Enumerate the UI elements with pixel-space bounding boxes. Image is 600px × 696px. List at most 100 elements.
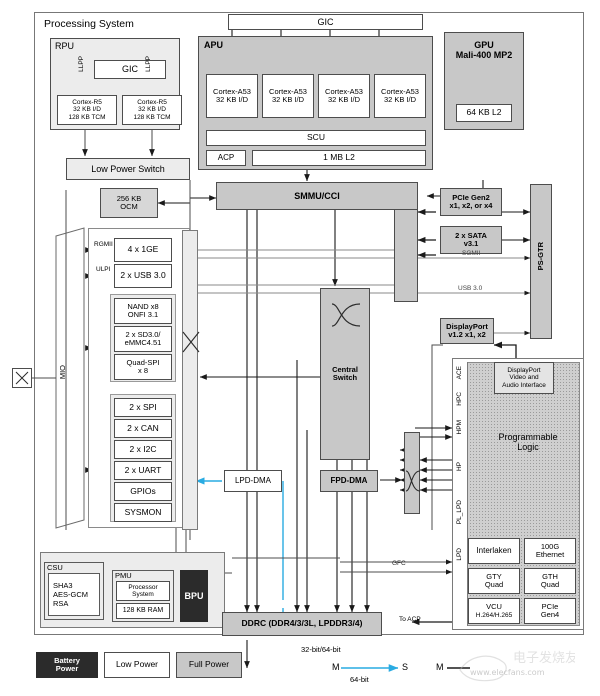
- apu-l2-block: 1 MB L2: [252, 150, 426, 166]
- ocm-block: 256 KB OCM: [100, 188, 158, 218]
- gem-block: 4 x 1GE: [114, 238, 172, 262]
- pcie-gen2-label-2: x1, x2, or x4: [449, 201, 493, 210]
- rpu-gic-label: GIC: [121, 64, 138, 75]
- uart-label: 2 x UART: [124, 464, 162, 475]
- ddrc-label: DDRC (DDR4/3/3L, LPDDR3/4): [241, 618, 363, 629]
- apu-core-0-name: Cortex-A53: [213, 86, 251, 96]
- svg-text:电子发烧友: 电子发烧友: [513, 650, 575, 666]
- mio-label: MIO: [58, 365, 67, 380]
- apu-gic-label: GIC: [317, 16, 334, 27]
- pmu-proc-label-2: System: [132, 591, 154, 598]
- low-power-switch-label: Low Power Switch: [91, 163, 165, 174]
- smmu-cci-right-bar: [394, 210, 418, 302]
- ulpi-label: ULPI: [96, 266, 111, 273]
- bus-width-label: 32-bit/64-bit: [301, 645, 341, 654]
- fpd-crossbar-icon: [405, 470, 421, 492]
- apu-core-2-name: Cortex-A53: [325, 86, 363, 96]
- apu-core-1-cache: 32 KB I/D: [271, 95, 305, 104]
- spi-block: 2 x SPI: [114, 398, 172, 417]
- sata-label-1: 2 x SATA: [455, 230, 487, 240]
- fpd-dma-block: FPD-DMA: [320, 470, 378, 492]
- lpd-dma-label: LPD-DMA: [234, 475, 271, 485]
- ethernet-100g-block: 100G Ethernet: [524, 538, 576, 564]
- apu-title: APU: [204, 40, 224, 50]
- legend-battery-power: Battery Power: [36, 652, 98, 678]
- central-switch-label-2: Switch: [332, 373, 358, 382]
- rpu-core-1-cache: 32 KB I/D: [138, 106, 166, 114]
- legend-master2-label: M: [436, 662, 444, 672]
- pl-iface-lpd: LPD: [456, 548, 463, 561]
- pmu-title: PMU: [115, 571, 132, 580]
- central-switch-label-1: Central: [332, 364, 358, 374]
- i2c-block: 2 x I2C: [114, 440, 172, 459]
- fpd-crossbar-block: [404, 432, 420, 514]
- sd-emmc-block: 2 x SD3.0/ eMMC4.51: [114, 326, 172, 352]
- legend-low-power: Low Power: [104, 652, 170, 678]
- rpu-core-0-cache: 32 KB I/D: [73, 106, 101, 114]
- vcu-block: VCU H.264/H.265: [468, 598, 520, 624]
- displayport-label-1: DisplayPort: [446, 321, 488, 331]
- gpu-title-2: Mali-400 MP2: [455, 50, 513, 61]
- dp-iface-label-1: DisplayPort: [507, 367, 541, 375]
- ethernet-100g-label-1: 100G: [540, 541, 560, 551]
- sd-emmc-label-1: 2 x SD3.0/: [125, 329, 161, 339]
- to-acp-label: To ACP: [399, 616, 421, 623]
- sgmii-label: SGMII: [462, 250, 481, 257]
- rpu-core-0: Cortex-R5 32 KB I/D 128 KB TCM: [57, 95, 117, 125]
- csu-item-sha3: SHA3: [53, 581, 73, 590]
- gpu-l2-block: 64 KB L2: [456, 104, 512, 122]
- pl-iface-hpc: HPC: [456, 392, 463, 406]
- ocm-label-1: 256 KB: [116, 193, 142, 203]
- rpu-llpp-label-right: LLPP: [145, 56, 152, 72]
- csu-title: CSU: [47, 563, 63, 572]
- csu-inner-box: SHA3 AES-GCM RSA: [48, 573, 100, 616]
- gth-quad-label-2: Quad: [540, 580, 560, 589]
- rpu-core-1: Cortex-R5 32 KB I/D 128 KB TCM: [122, 95, 182, 125]
- nand-label-1: NAND x8: [127, 301, 159, 311]
- ps-gtr-block: [530, 184, 552, 339]
- gpio-block: GPIOs: [114, 482, 172, 501]
- gty-quad-label-1: GTY: [486, 571, 502, 581]
- usb30-label: USB 3.0: [458, 285, 483, 292]
- pl-iface-hpm: HPM: [456, 420, 463, 435]
- rpu-core-0-tcm: 128 KB TCM: [68, 113, 106, 121]
- gpu-title-1: GPU: [474, 40, 494, 50]
- apu-scu-block: SCU: [206, 130, 426, 146]
- sysmon-label: SYSMON: [124, 506, 162, 517]
- pcie-gen2-label-1: PCIe Gen2: [452, 192, 490, 202]
- vcu-label-2: H.264/H.265: [475, 611, 513, 619]
- i2c-label: 2 x I2C: [129, 443, 157, 454]
- pl-iface-pl-lpd: PL_LPD: [456, 500, 463, 525]
- low-power-switch-block: Low Power Switch: [66, 158, 190, 180]
- pmu-ram-label: 128 KB RAM: [122, 607, 164, 615]
- can-label: 2 x CAN: [127, 422, 159, 433]
- rpu-core-1-name: Cortex-R5: [137, 99, 167, 107]
- ps-gtr-label: PS-GTR: [536, 242, 545, 271]
- rpu-gic-block: GIC: [94, 60, 166, 79]
- usb-block: 2 x USB 3.0: [114, 264, 172, 288]
- vcu-label-1: VCU: [486, 602, 502, 612]
- spi-label: 2 x SPI: [129, 401, 157, 412]
- rpu-core-0-name: Cortex-R5: [72, 99, 102, 107]
- usb-label: 2 x USB 3.0: [120, 270, 166, 281]
- mio-edge-crossbar-icon: [15, 371, 29, 385]
- gpio-label: GPIOs: [130, 485, 156, 496]
- displayport-label-2: v1.2 x1, x2: [448, 330, 486, 339]
- pmu-processor-system-block: Processor System: [116, 581, 170, 601]
- bpu-label: BPU: [184, 590, 204, 601]
- apu-core-3-cache: 32 KB I/D: [383, 95, 417, 104]
- qspi-block: Quad-SPI x 8: [114, 354, 172, 380]
- fpd-dma-label: FPD-DMA: [330, 475, 368, 485]
- uart-block: 2 x UART: [114, 461, 172, 480]
- legend-slave-label: S: [402, 662, 409, 672]
- page-title: Processing System: [44, 18, 134, 30]
- gty-quad-block: GTY Quad: [468, 568, 520, 594]
- lpd-dma-block: LPD-DMA: [224, 470, 282, 492]
- bpu-block: BPU: [180, 570, 208, 622]
- legend-full-power: Full Power: [176, 652, 242, 678]
- qspi-label-1: Quad-SPI: [126, 357, 160, 367]
- smmu-cci-block: SMMU/CCI: [216, 182, 418, 210]
- mio-switch-column: [182, 230, 198, 530]
- watermark: www.elecfans.com: [470, 668, 545, 677]
- mio-switch-crossbar-icon: [182, 331, 200, 353]
